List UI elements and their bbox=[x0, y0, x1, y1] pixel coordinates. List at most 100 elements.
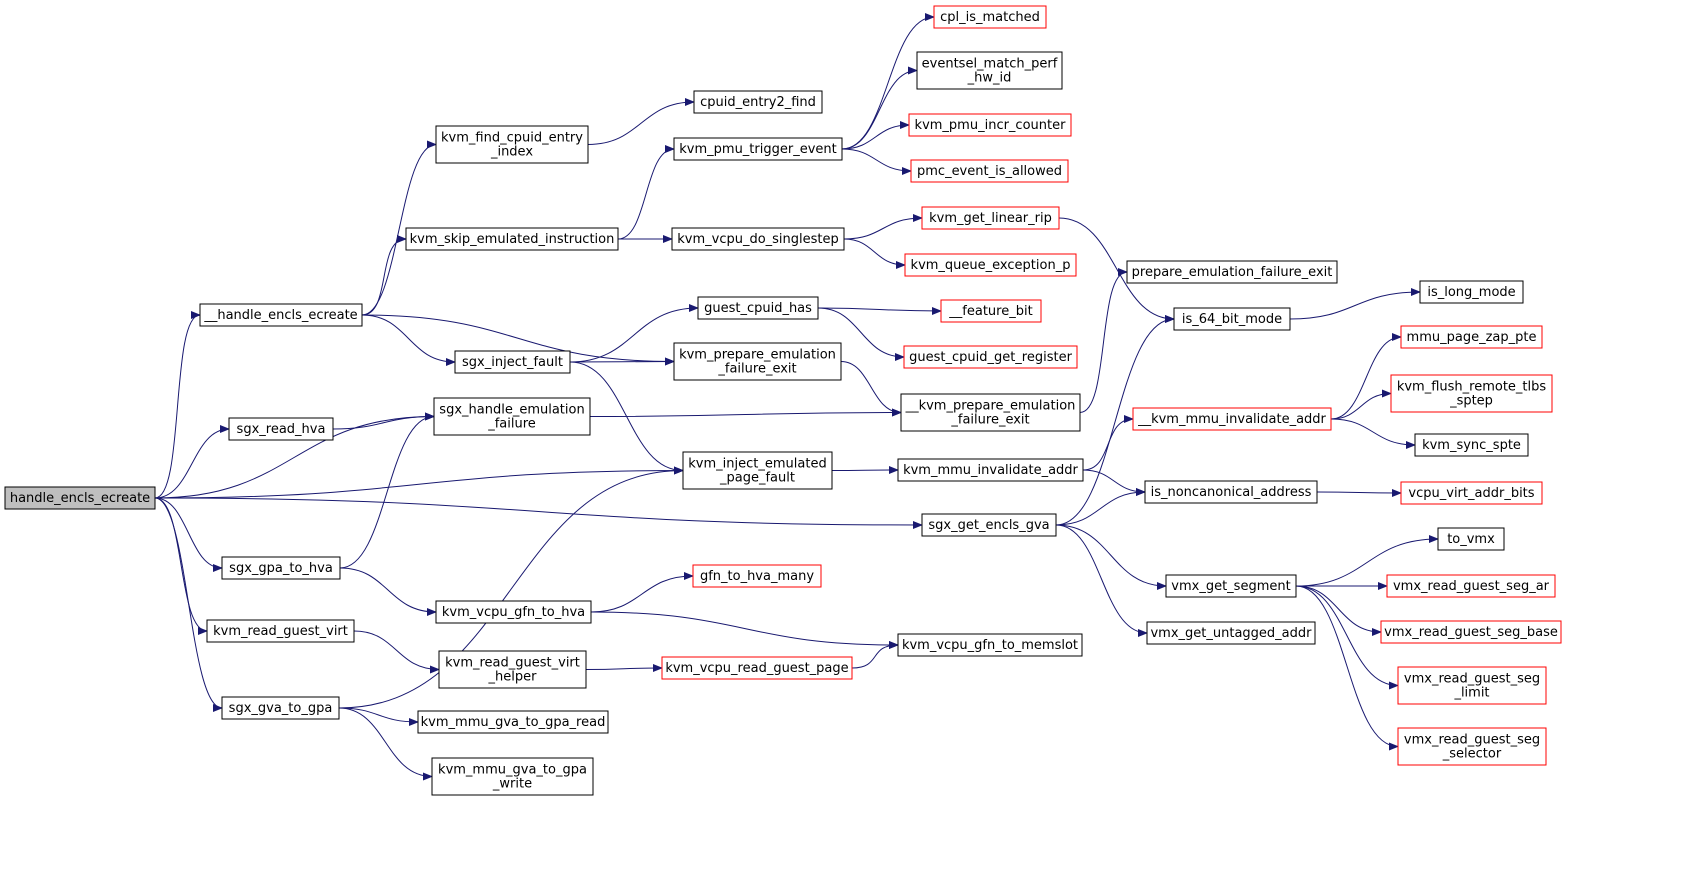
node-handle_encls_ecreate[interactable]: handle_encls_ecreate bbox=[4, 486, 156, 510]
edge-__handle_encls_ecreate-to-kvm_skip_emulated_instruction bbox=[361, 235, 407, 316]
node-box bbox=[903, 345, 1078, 369]
node-box bbox=[454, 350, 571, 374]
node-label: kvm_inject_emulated bbox=[688, 457, 826, 472]
node-kvm_find_cpuid_entry_index[interactable]: kvm_find_cpuid_entry_index bbox=[435, 125, 589, 164]
edge-sgx_get_encls_gva-to-vmx_get_untagged_addr bbox=[1055, 524, 1148, 637]
node-label: sgx_gpa_to_hva bbox=[229, 561, 333, 576]
edge-kvm_prepare_emulation_failure_exit-to-__kvm_prepare_emulation_failure_exit bbox=[840, 361, 902, 417]
node-box bbox=[897, 458, 1084, 482]
node-kvm_mmu_gva_to_gpa_write[interactable]: kvm_mmu_gva_to_gpa_write bbox=[431, 757, 594, 796]
edge-sgx_get_encls_gva-to-vmx_get_segment bbox=[1055, 524, 1167, 590]
node-label: kvm_queue_exception_p bbox=[911, 258, 1071, 273]
node-sgx_gpa_to_hva[interactable]: sgx_gpa_to_hva bbox=[221, 556, 341, 580]
node-kvm_mmu_gva_to_gpa_read[interactable]: kvm_mmu_gva_to_gpa_read bbox=[417, 710, 609, 734]
node-guest_cpuid_has[interactable]: guest_cpuid_has bbox=[697, 296, 819, 320]
node-sgx_handle_emulation_failure[interactable]: sgx_handle_emulation_failure bbox=[433, 397, 591, 436]
node-box bbox=[199, 303, 363, 327]
node-label: _write bbox=[492, 777, 532, 792]
node-to_vmx[interactable]: to_vmx bbox=[1437, 527, 1505, 551]
node-box bbox=[1144, 480, 1318, 504]
node-gfn_to_hva_many[interactable]: gfn_to_hva_many bbox=[692, 564, 822, 588]
node-label: sgx_read_hva bbox=[237, 422, 326, 437]
node-label: _failure bbox=[487, 417, 536, 432]
node-vmx_get_segment[interactable]: vmx_get_segment bbox=[1165, 574, 1297, 598]
node-box bbox=[693, 90, 823, 114]
edge-kvm_get_linear_rip-to-is_64_bit_mode bbox=[1058, 217, 1175, 323]
node-box bbox=[206, 619, 355, 643]
edge-kvm_read_guest_virt-to-kvm_read_guest_virt_helper bbox=[353, 630, 440, 674]
node-__kvm_mmu_invalidate_addr[interactable]: __kvm_mmu_invalidate_addr bbox=[1132, 407, 1332, 431]
node-kvm_vcpu_gfn_to_memslot[interactable]: kvm_vcpu_gfn_to_memslot bbox=[897, 633, 1083, 657]
node-kvm_vcpu_read_guest_page[interactable]: kvm_vcpu_read_guest_page bbox=[661, 656, 853, 680]
node-__handle_encls_ecreate[interactable]: __handle_encls_ecreate bbox=[199, 303, 363, 327]
node-kvm_queue_exception_p[interactable]: kvm_queue_exception_p bbox=[904, 253, 1077, 277]
node-kvm_sync_spte[interactable]: kvm_sync_spte bbox=[1414, 433, 1529, 457]
node-__kvm_prepare_emulation_failure_exit[interactable]: __kvm_prepare_emulation_failure_exit bbox=[900, 393, 1081, 432]
edge-__kvm_mmu_invalidate_addr-to-kvm_flush_remote_tlbs_sptep bbox=[1330, 389, 1392, 420]
node-box bbox=[431, 757, 594, 796]
node-label: prepare_emulation_failure_exit bbox=[1132, 265, 1333, 280]
node-box bbox=[1400, 481, 1543, 505]
node-box bbox=[904, 253, 1077, 277]
node-label: handle_encls_ecreate bbox=[10, 491, 150, 506]
node-is_64_bit_mode[interactable]: is_64_bit_mode bbox=[1173, 307, 1291, 331]
node-box bbox=[1165, 574, 1297, 598]
node-mmu_page_zap_pte[interactable]: mmu_page_zap_pte bbox=[1400, 325, 1543, 349]
node-box bbox=[910, 159, 1069, 183]
node-label: sgx_get_encls_gva bbox=[928, 518, 1049, 533]
node-kvm_get_linear_rip[interactable]: kvm_get_linear_rip bbox=[921, 206, 1060, 230]
edge-__handle_encls_ecreate-to-kvm_prepare_emulation_failure_exit bbox=[361, 314, 675, 366]
node-label: kvm_pmu_incr_counter bbox=[915, 118, 1067, 133]
node-sgx_gva_to_gpa[interactable]: sgx_gva_to_gpa bbox=[221, 696, 340, 720]
node-box bbox=[438, 650, 587, 689]
node-cpuid_entry2_find[interactable]: cpuid_entry2_find bbox=[693, 90, 823, 114]
node-label: _hw_id bbox=[967, 71, 1012, 86]
edge-sgx_get_encls_gva-to-is_64_bit_mode bbox=[1055, 315, 1175, 526]
node-label: gfn_to_hva_many bbox=[700, 569, 814, 584]
node-pmc_event_is_allowed[interactable]: pmc_event_is_allowed bbox=[910, 159, 1069, 183]
node-is_noncanonical_address[interactable]: is_noncanonical_address bbox=[1144, 480, 1318, 504]
node-label: _page_fault bbox=[719, 471, 795, 486]
node-box bbox=[697, 296, 819, 320]
node-vmx_read_guest_seg_base[interactable]: vmx_read_guest_seg_base bbox=[1380, 620, 1562, 644]
node-vmx_read_guest_seg_selector[interactable]: vmx_read_guest_seg_selector bbox=[1397, 727, 1547, 766]
node-vmx_get_untagged_addr[interactable]: vmx_get_untagged_addr bbox=[1146, 621, 1316, 645]
edge-__handle_encls_ecreate-to-sgx_inject_fault bbox=[361, 314, 456, 366]
node-guest_cpuid_get_register[interactable]: guest_cpuid_get_register bbox=[903, 345, 1078, 369]
node-label: kvm_read_guest_virt bbox=[213, 624, 348, 639]
node-sgx_inject_fault[interactable]: sgx_inject_fault bbox=[454, 350, 571, 374]
node-kvm_inject_emulated_page_fault[interactable]: kvm_inject_emulated_page_fault bbox=[682, 451, 833, 490]
node-kvm_read_guest_virt[interactable]: kvm_read_guest_virt bbox=[206, 619, 355, 643]
node-vmx_read_guest_seg_limit[interactable]: vmx_read_guest_seg_limit bbox=[1397, 666, 1547, 705]
edge-sgx_read_hva-to-sgx_handle_emulation_failure bbox=[332, 412, 435, 430]
node-eventsel_match_perf_hw_id[interactable]: eventsel_match_perf_hw_id bbox=[916, 51, 1063, 90]
node-kvm_pmu_incr_counter[interactable]: kvm_pmu_incr_counter bbox=[908, 113, 1072, 137]
node-label: vmx_get_segment bbox=[1171, 579, 1290, 594]
node-kvm_read_guest_virt_helper[interactable]: kvm_read_guest_virt_helper bbox=[438, 650, 587, 689]
node-label: kvm_pmu_trigger_event bbox=[679, 142, 836, 157]
node-box bbox=[1132, 407, 1332, 431]
node-box bbox=[916, 51, 1063, 90]
node-kvm_flush_remote_tlbs_sptep[interactable]: kvm_flush_remote_tlbs_sptep bbox=[1390, 374, 1553, 413]
node-label: vmx_read_guest_seg_ar bbox=[1393, 579, 1550, 594]
node-kvm_pmu_trigger_event[interactable]: kvm_pmu_trigger_event bbox=[673, 137, 843, 161]
node-kvm_skip_emulated_instruction[interactable]: kvm_skip_emulated_instruction bbox=[405, 227, 619, 251]
node-label: kvm_mmu_invalidate_addr bbox=[903, 463, 1078, 478]
node-kvm_mmu_invalidate_addr[interactable]: kvm_mmu_invalidate_addr bbox=[897, 458, 1084, 482]
node-kvm_prepare_emulation_failure_exit[interactable]: kvm_prepare_emulation_failure_exit bbox=[673, 342, 842, 381]
node-prepare_emulation_failure_exit[interactable]: prepare_emulation_failure_exit bbox=[1126, 260, 1338, 284]
node-label: _failure_exit bbox=[950, 413, 1029, 428]
node-box bbox=[1437, 527, 1505, 551]
edge-kvm_vcpu_read_guest_page-to-kvm_vcpu_gfn_to_memslot bbox=[851, 641, 899, 669]
node-vcpu_virt_addr_bits[interactable]: vcpu_virt_addr_bits bbox=[1400, 481, 1543, 505]
node-cpl_is_matched[interactable]: cpl_is_matched bbox=[933, 5, 1047, 29]
node-label: _sptep bbox=[1449, 394, 1493, 409]
node-kvm_vcpu_gfn_to_hva[interactable]: kvm_vcpu_gfn_to_hva bbox=[435, 600, 592, 624]
node-sgx_read_hva[interactable]: sgx_read_hva bbox=[228, 417, 334, 441]
node-label: vcpu_virt_addr_bits bbox=[1408, 486, 1534, 501]
node-__feature_bit[interactable]: __feature_bit bbox=[940, 299, 1042, 323]
node-kvm_vcpu_do_singlestep[interactable]: kvm_vcpu_do_singlestep bbox=[671, 227, 845, 251]
node-sgx_get_encls_gva[interactable]: sgx_get_encls_gva bbox=[921, 513, 1057, 537]
node-is_long_mode[interactable]: is_long_mode bbox=[1419, 280, 1524, 304]
node-vmx_read_guest_seg_ar[interactable]: vmx_read_guest_seg_ar bbox=[1386, 574, 1556, 598]
